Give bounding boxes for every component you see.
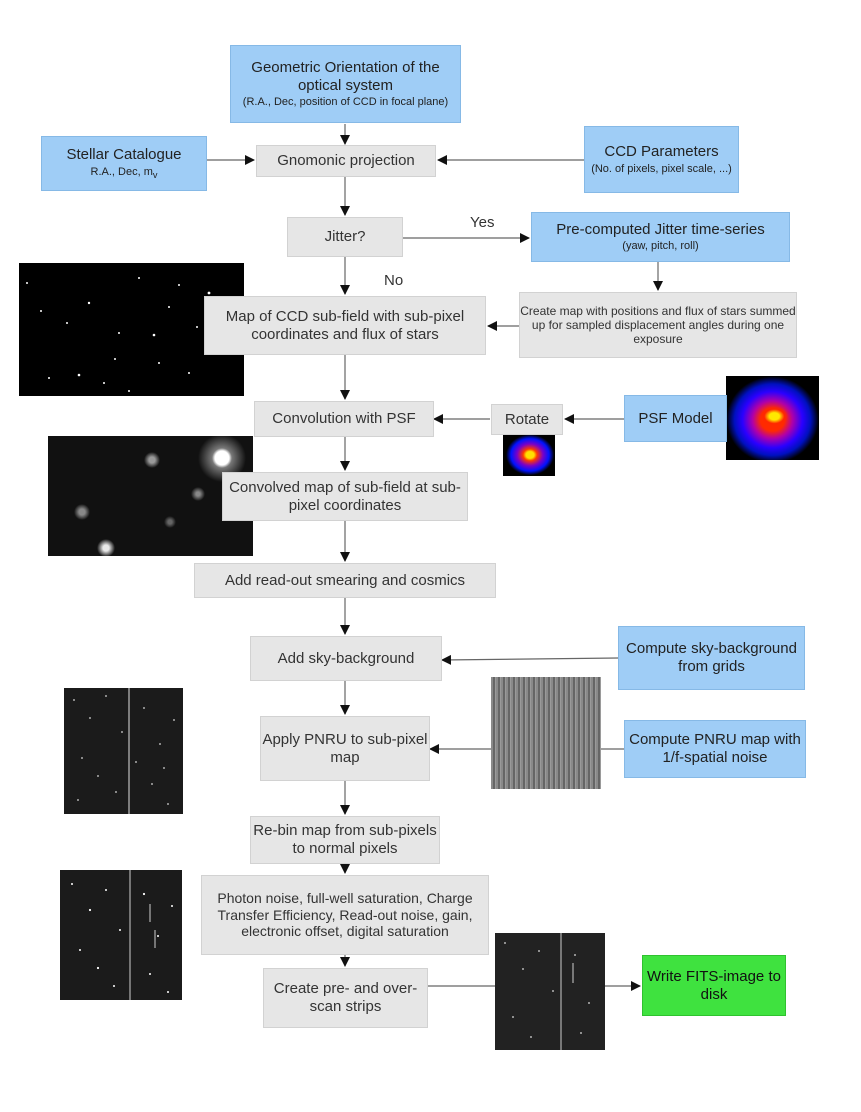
convolved-map-title: Convolved map of sub-field at sub-pixel … bbox=[229, 478, 461, 514]
stellar-catalogue-sub: R.A., Dec, m bbox=[90, 165, 153, 178]
rotate-box: Rotate bbox=[491, 404, 563, 435]
compute-sky-title: Compute sky-background from grids bbox=[626, 640, 797, 675]
sky-background-title: Add sky-background bbox=[277, 649, 415, 667]
geometric-orientation-sub: (R.A., Dec, position of CCD in focal pla… bbox=[242, 96, 449, 109]
map-ccd-subfield-title: Map of CCD sub-field with sub-pixel coor… bbox=[225, 307, 465, 343]
compute-sky-box: Compute sky-background from grids bbox=[618, 626, 805, 690]
write-fits-box: Write FITS-image to disk bbox=[642, 955, 786, 1016]
gnomonic-projection-box: Gnomonic projection bbox=[256, 145, 436, 177]
jitter-timeseries-box: Pre-computed Jitter time-series (yaw, pi… bbox=[531, 212, 790, 262]
create-map-title: Create map with positions and flux of st… bbox=[520, 303, 796, 347]
no-label: No bbox=[384, 272, 404, 289]
stellar-catalogue-sub-wrap: R.A., Dec, mv bbox=[91, 166, 158, 181]
psf-model-thumbnail bbox=[726, 376, 819, 460]
rotate-title: Rotate bbox=[504, 410, 550, 428]
readout-smearing-box: Add read-out smearing and cosmics bbox=[194, 563, 496, 598]
stellar-catalogue-title: Stellar Catalogue bbox=[66, 146, 182, 164]
gnomonic-projection-title: Gnomonic projection bbox=[277, 152, 415, 170]
apply-pnru-box: Apply PNRU to sub-pixel map bbox=[260, 716, 430, 781]
convolved-field-thumbnail bbox=[48, 436, 253, 556]
rebin-map-box: Re-bin map from sub-pixels to normal pix… bbox=[250, 816, 440, 864]
yes-label: Yes bbox=[470, 214, 495, 231]
create-map-box: Create map with positions and flux of st… bbox=[519, 292, 797, 358]
jitter-timeseries-title: Pre-computed Jitter time-series bbox=[556, 220, 765, 238]
sky-background-box: Add sky-background bbox=[250, 636, 442, 681]
ccd-frame-thumbnail-3 bbox=[495, 933, 605, 1050]
write-fits-title: Write FITS-image to disk bbox=[647, 967, 781, 1003]
readout-smearing-title: Add read-out smearing and cosmics bbox=[224, 571, 466, 589]
ccd-frame-thumbnail-1 bbox=[64, 688, 183, 814]
compute-pnru-title: Compute PNRU map with 1/f-spatial noise bbox=[629, 731, 801, 766]
jitter-decision-title: Jitter? bbox=[324, 228, 366, 246]
ccd-parameters-box: CCD Parameters (No. of pixels, pixel sca… bbox=[584, 126, 739, 193]
prescan-box: Create pre- and over-scan strips bbox=[263, 968, 428, 1028]
noise-box: Photon noise, full-well saturation, Char… bbox=[201, 875, 489, 955]
map-ccd-subfield-box: Map of CCD sub-field with sub-pixel coor… bbox=[204, 296, 486, 355]
geometric-orientation-box: Geometric Orientation of the optical sys… bbox=[230, 45, 461, 123]
ccd-parameters-title: CCD Parameters bbox=[604, 143, 719, 161]
ccd-parameters-sub: (No. of pixels, pixel scale, ...) bbox=[591, 162, 732, 175]
pnru-map-thumbnail bbox=[491, 677, 601, 789]
psf-model-title: PSF Model bbox=[638, 409, 713, 427]
stellar-catalogue-box: Stellar Catalogue R.A., Dec, mv bbox=[41, 136, 207, 191]
arrow-computesky-to-sky bbox=[441, 654, 619, 665]
rebin-map-title: Re-bin map from sub-pixels to normal pix… bbox=[253, 822, 437, 857]
noise-title: Photon noise, full-well saturation, Char… bbox=[217, 890, 473, 940]
convolution-box: Convolution with PSF bbox=[254, 401, 434, 437]
psf-model-box: PSF Model bbox=[624, 395, 727, 442]
convolved-map-box: Convolved map of sub-field at sub-pixel … bbox=[222, 472, 468, 521]
convolution-title: Convolution with PSF bbox=[272, 410, 416, 428]
jitter-timeseries-sub: (yaw, pitch, roll) bbox=[622, 240, 699, 253]
compute-pnru-box: Compute PNRU map with 1/f-spatial noise bbox=[624, 720, 806, 778]
jitter-decision-box: Jitter? bbox=[287, 217, 403, 257]
geometric-orientation-title: Geometric Orientation of the optical sys… bbox=[251, 58, 440, 94]
ccd-frame-thumbnail-2 bbox=[60, 870, 182, 1000]
prescan-title: Create pre- and over-scan strips bbox=[273, 980, 418, 1015]
stellar-catalogue-sub-subscript: v bbox=[152, 170, 158, 181]
rotated-psf-thumbnail bbox=[503, 432, 555, 476]
apply-pnru-title: Apply PNRU to sub-pixel map bbox=[262, 730, 428, 766]
